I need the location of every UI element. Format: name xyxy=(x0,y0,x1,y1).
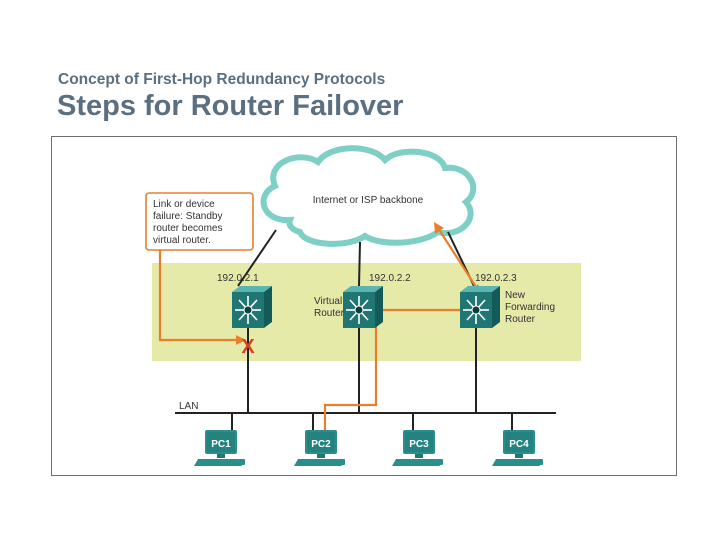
callout-line: Link or device xyxy=(153,199,215,210)
lan-label: LAN xyxy=(179,401,198,412)
failure-callout xyxy=(145,192,254,251)
router-3-label: Router xyxy=(505,314,536,325)
router-2 xyxy=(342,285,384,329)
router-3-label: Forwarding xyxy=(505,302,555,313)
router-3-label: New xyxy=(505,290,526,301)
router-1-ip: 192.0.2.1 xyxy=(217,273,259,284)
pc-3-label: PC3 xyxy=(409,439,429,450)
failure-x-mark: X xyxy=(241,336,255,358)
slide-title: Steps for Router Failover xyxy=(57,90,404,122)
network-links xyxy=(175,324,556,430)
router-2-label: Router xyxy=(314,308,345,319)
slide-subtitle: Concept of First-Hop Redundancy Protocol… xyxy=(58,71,386,88)
pc-4-label: PC4 xyxy=(509,439,529,450)
router-1 xyxy=(231,285,273,329)
router-2-label: Virtual xyxy=(314,296,342,307)
pc-2-label: PC2 xyxy=(311,439,331,450)
callout-line: virtual router. xyxy=(153,235,211,246)
cloud-label: Internet or ISP backbone xyxy=(313,195,424,206)
pc-1-label: PC1 xyxy=(211,439,231,450)
router-3 xyxy=(459,285,501,329)
internet-cloud xyxy=(260,145,477,247)
router-2-ip: 192.0.2.2 xyxy=(369,273,411,284)
arrow-head xyxy=(236,335,246,345)
router-3-ip: 192.0.2.3 xyxy=(475,273,517,284)
callout-line: failure: Standby xyxy=(153,211,223,222)
arrow-head xyxy=(434,222,444,234)
callout-line: router becomes xyxy=(153,223,222,234)
